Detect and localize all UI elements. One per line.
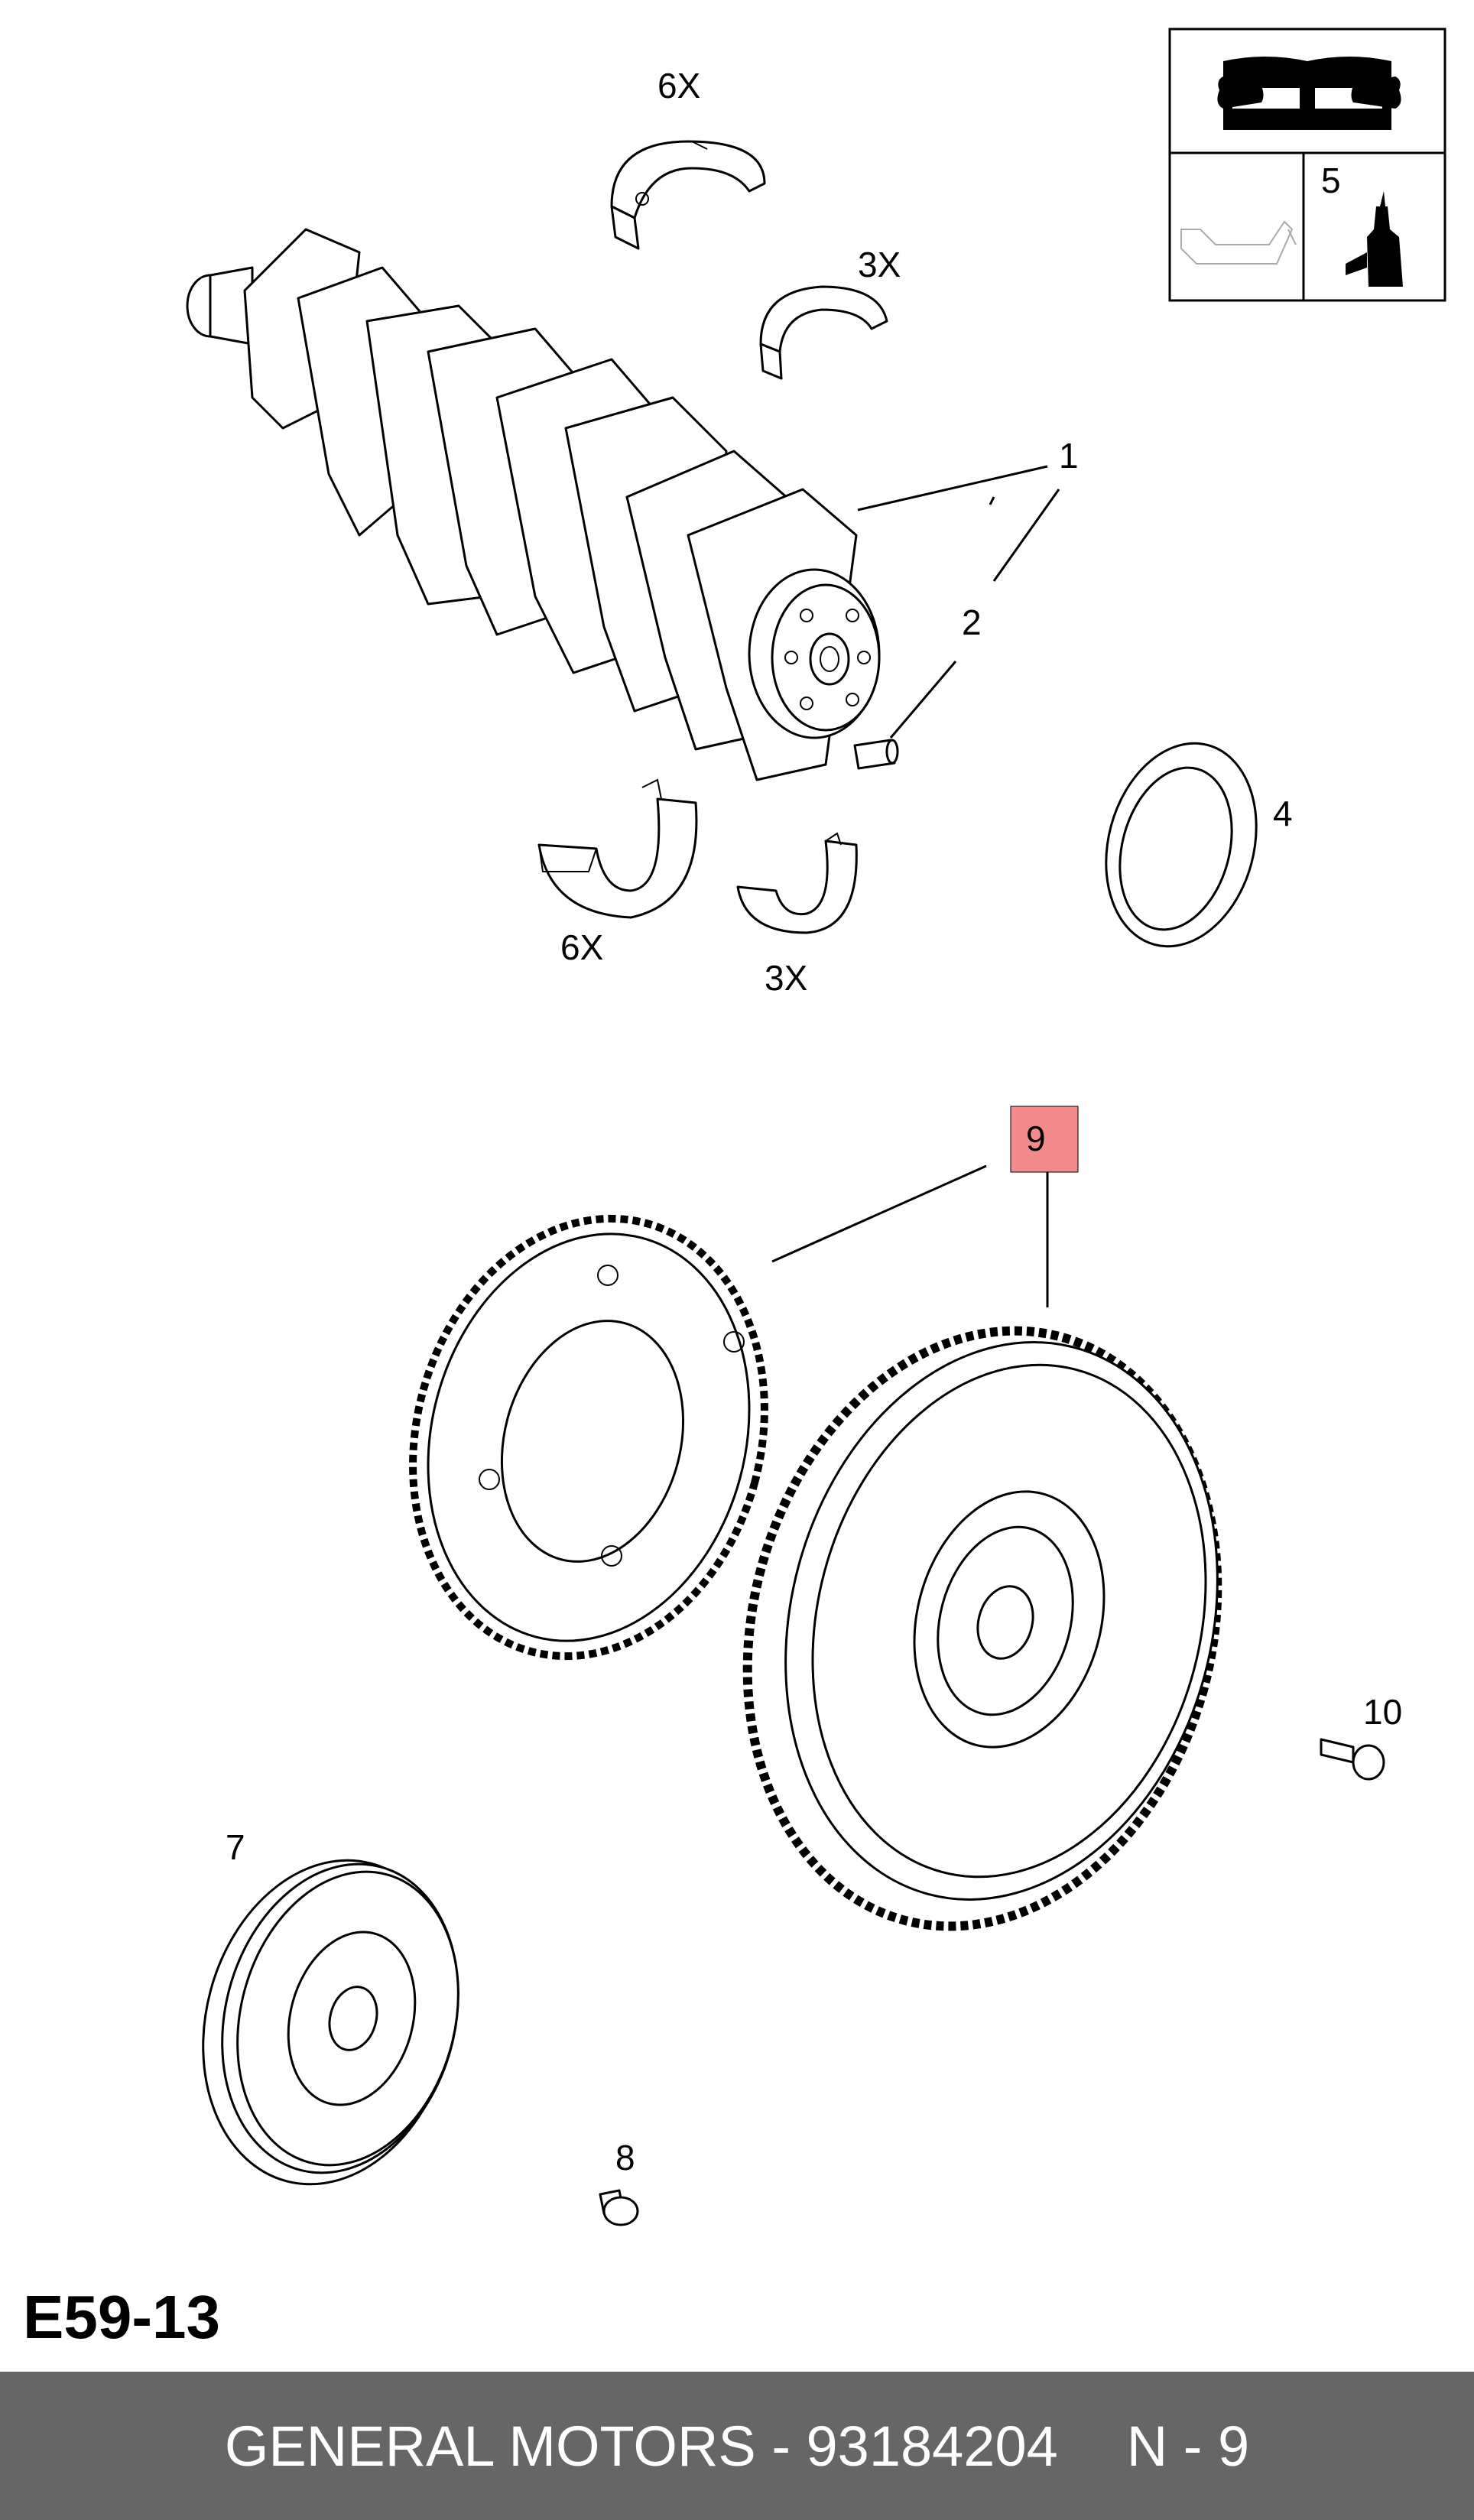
dowel-pin bbox=[853, 739, 899, 770]
crankshaft-pulley bbox=[202, 1859, 459, 2186]
footer-bar: GENERAL MOTORS - 93184204 N - 9 bbox=[0, 2372, 1474, 2520]
rear-oil-seal bbox=[1105, 742, 1258, 948]
callout-9: 9 bbox=[1026, 1119, 1046, 1158]
qty-upper-main: 6X bbox=[657, 66, 700, 106]
callout-9-highlight bbox=[1010, 1106, 1079, 1173]
footer-position: N - 9 bbox=[1126, 2414, 1250, 2478]
callout-2: 2 bbox=[962, 602, 982, 642]
qty-lower-main: 6X bbox=[560, 927, 603, 967]
callout-10: 10 bbox=[1363, 1692, 1402, 1732]
callout-8: 8 bbox=[615, 2138, 635, 2177]
oil-can-icon bbox=[1180, 220, 1297, 265]
sealant-tube-icon bbox=[1346, 191, 1403, 287]
crankshaft bbox=[186, 228, 881, 781]
flywheel bbox=[742, 1326, 1222, 1931]
qty-upper-rod: 3X bbox=[858, 245, 901, 284]
callout-4: 4 bbox=[1273, 794, 1293, 833]
callout-1: 1 bbox=[1059, 436, 1079, 476]
service-manual-icon bbox=[1217, 57, 1401, 130]
diagram-reference-code: E59-13 bbox=[23, 2283, 220, 2351]
flywheel-bolt bbox=[1320, 1738, 1385, 1781]
footer-brand-part-number: GENERAL MOTORS - 93184204 bbox=[224, 2414, 1058, 2478]
callout-7: 7 bbox=[226, 1827, 245, 1867]
lower-rod-bearing-shell bbox=[736, 832, 858, 934]
upper-rod-bearing-shell bbox=[759, 285, 888, 380]
callout-5: 5 bbox=[1321, 161, 1341, 200]
legend-box: 5 bbox=[1168, 28, 1446, 302]
qty-lower-rod: 3X bbox=[765, 958, 807, 998]
pulley-bolt bbox=[599, 2189, 639, 2226]
reluctor-ring bbox=[409, 1214, 768, 1661]
upper-main-bearing-shell bbox=[610, 140, 766, 250]
lower-main-bearing-shell bbox=[537, 778, 698, 919]
